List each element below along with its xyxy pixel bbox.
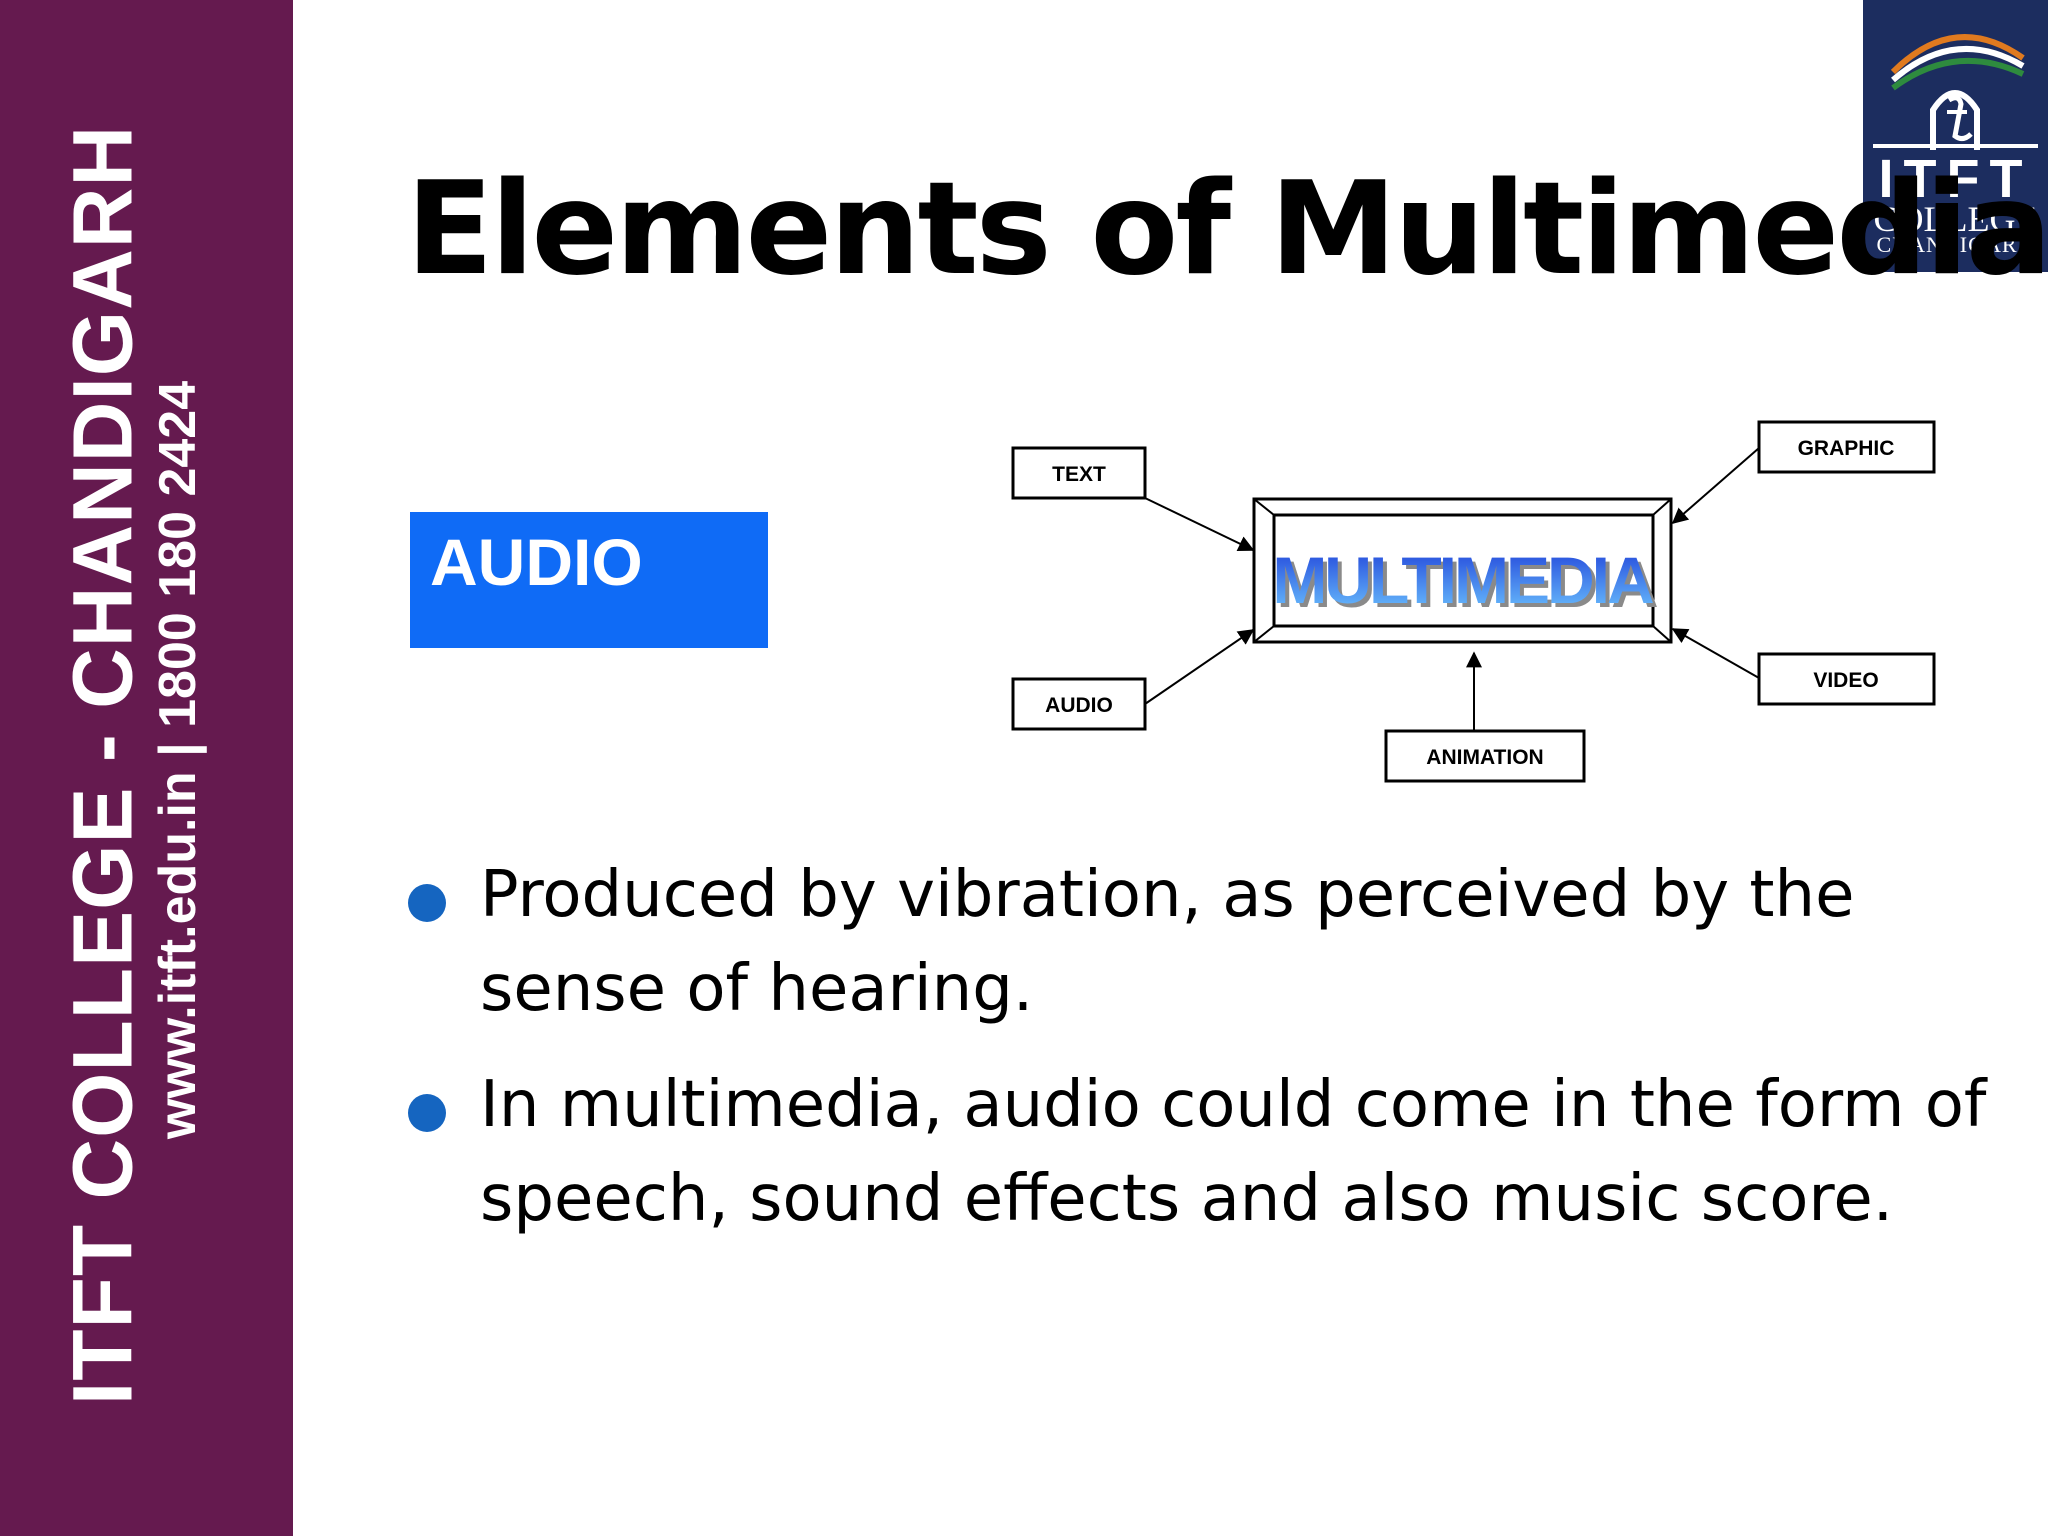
arrow-video [1671,628,1760,679]
bullet-text: In multimedia, audio could come in the f… [480,1068,1987,1236]
arch-emblem-icon [1873,34,2038,150]
node-animation-label: ANIMATION [1426,746,1543,769]
logo-location: CHANDIGARH [1876,232,2035,257]
college-name-vertical: ITFT COLLEGE - CHANDIGARH [55,124,150,1406]
arrow-text [1144,497,1255,551]
section-label-box: AUDIO [410,512,768,648]
bullet-item: Produced by vibration, as perceived by t… [404,848,2004,1036]
bullet-dot-icon [408,884,446,922]
node-graphic: GRAPHIC [1757,420,1936,474]
node-animation: ANIMATION [1384,729,1586,783]
college-logo: ITFT COLLEGE CHANDIGARH [1863,0,2048,272]
bullet-item: In multimedia, audio could come in the f… [404,1058,2004,1246]
slide-title: Elements of Multimedia [406,155,2048,304]
bullet-text: Produced by vibration, as perceived by t… [480,858,1855,1026]
center-label-shadow: MULTIMEDIA [1276,547,1657,621]
node-text: TEXT [1011,446,1147,500]
center-node: MULTIMEDIA MULTIMEDIA [1252,497,1673,644]
section-label: AUDIO [430,525,643,599]
node-video-label: VIDEO [1813,669,1878,692]
arrow-audio [1144,629,1255,705]
contact-info-vertical: www.itft.edu.in | 1800 180 2424 [149,380,207,1140]
multimedia-diagram: MULTIMEDIA MULTIMEDIA TEXT AUDIO ANIMATI… [1011,420,1936,783]
bullet-dot-icon [408,1094,446,1132]
node-audio: AUDIO [1011,677,1147,731]
node-graphic-label: GRAPHIC [1798,437,1895,460]
node-video: VIDEO [1757,652,1936,706]
center-label: MULTIMEDIA [1272,543,1653,617]
logo-name: ITFT [1878,149,2033,209]
node-audio-label: AUDIO [1045,694,1113,717]
sidebar-banner: ITFT COLLEGE - CHANDIGARH www.itft.edu.i… [0,0,293,1536]
logo-subtitle: COLLEGE [1873,199,2038,239]
node-text-label: TEXT [1052,463,1106,486]
bullet-list: Produced by vibration, as perceived by t… [404,848,2004,1268]
arrow-graphic [1671,447,1760,525]
